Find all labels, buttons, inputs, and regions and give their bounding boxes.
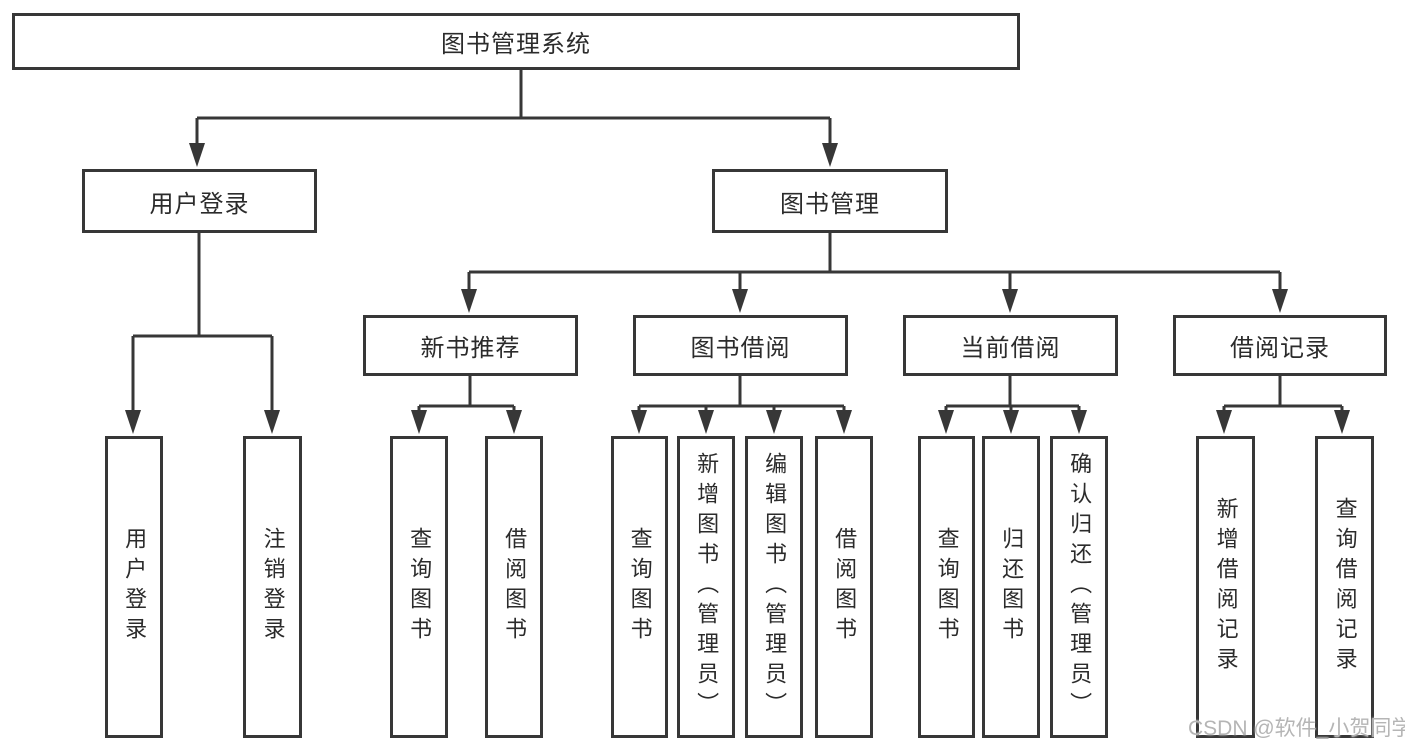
watermark: CSDN @软件_小贺同学 (1188, 717, 1405, 740)
node-user-login-label: 用户登录 (149, 190, 250, 218)
node-current-borrow: 当前借阅 (903, 315, 1118, 376)
node-root-label: 图书管理系统 (441, 31, 591, 58)
leaf-query-books-current: 查询图书 (918, 436, 975, 738)
node-borrow-records-label: 借阅记录 (1230, 335, 1330, 362)
node-new-book-recommend-label: 新书推荐 (420, 335, 521, 362)
leaf-query-books-current-label: 查询图书 (934, 527, 960, 647)
leaf-edit-books-admin-label: 编辑图书（管理员） (762, 452, 788, 722)
leaf-query-books-recommend-label: 查询图书 (407, 527, 433, 647)
leaf-borrow-books: 借阅图书 (815, 436, 873, 738)
leaf-confirm-return-admin-label: 确认归还（管理员） (1067, 452, 1093, 722)
leaf-query-borrow-record-label: 查询借阅记录 (1332, 497, 1358, 677)
leaf-logout: 注销登录 (243, 436, 302, 738)
leaf-user-login: 用户登录 (105, 436, 163, 738)
node-user-login: 用户登录 (82, 169, 317, 233)
node-book-borrow: 图书借阅 (633, 315, 848, 376)
node-book-management: 图书管理 (712, 169, 948, 233)
leaf-confirm-return-admin: 确认归还（管理员） (1050, 436, 1108, 738)
node-current-borrow-label: 当前借阅 (960, 335, 1061, 362)
leaf-borrow-books-recommend: 借阅图书 (485, 436, 543, 738)
node-book-management-label: 图书管理 (780, 190, 880, 218)
leaf-borrow-books-recommend-label: 借阅图书 (502, 527, 528, 647)
leaf-edit-books-admin: 编辑图书（管理员） (745, 436, 803, 738)
leaf-user-login-label: 用户登录 (122, 527, 148, 647)
leaf-add-borrow-record: 新增借阅记录 (1196, 436, 1255, 738)
node-new-book-recommend: 新书推荐 (363, 315, 578, 376)
leaf-query-books-borrow-label: 查询图书 (627, 527, 653, 647)
leaf-logout-label: 注销登录 (260, 527, 286, 647)
node-borrow-records: 借阅记录 (1173, 315, 1387, 376)
leaf-add-books-admin: 新增图书（管理员） (677, 436, 735, 738)
leaf-add-borrow-record-label: 新增借阅记录 (1213, 497, 1239, 677)
leaf-return-books-label: 归还图书 (999, 527, 1025, 647)
node-book-borrow-label: 图书借阅 (690, 335, 791, 362)
leaf-query-books-borrow: 查询图书 (611, 436, 668, 738)
leaf-query-borrow-record: 查询借阅记录 (1315, 436, 1374, 738)
node-root: 图书管理系统 (12, 13, 1020, 70)
leaf-add-books-admin-label: 新增图书（管理员） (694, 452, 720, 722)
leaf-borrow-books-label: 借阅图书 (832, 527, 858, 647)
leaf-query-books-recommend: 查询图书 (390, 436, 448, 738)
leaf-return-books: 归还图书 (982, 436, 1040, 738)
